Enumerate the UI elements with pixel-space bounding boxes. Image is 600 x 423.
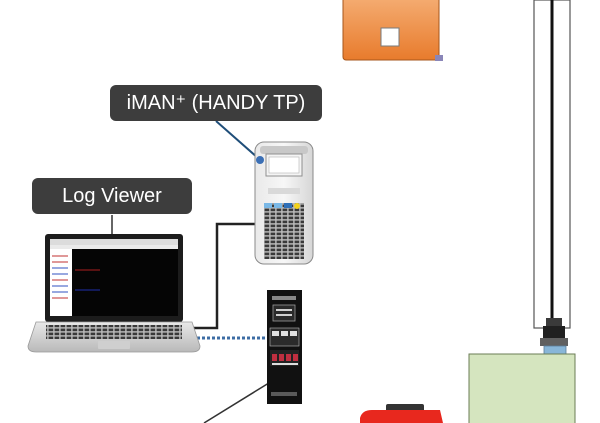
red-module xyxy=(360,404,443,423)
controller-unit-icon xyxy=(267,290,302,404)
handy-tp-label: iMAN⁺ (HANDY TP) xyxy=(126,92,306,114)
handy-tp-device-icon xyxy=(254,141,314,265)
log-viewer-label: Log Viewer xyxy=(62,185,162,207)
laptop-icon xyxy=(27,234,201,353)
green-module xyxy=(468,353,576,423)
orange-module xyxy=(342,0,443,61)
log-viewer-callout: Log Viewer xyxy=(32,178,192,214)
vertical-rail xyxy=(533,0,571,355)
handy-tp-callout: iMAN⁺ (HANDY TP) xyxy=(110,85,322,121)
